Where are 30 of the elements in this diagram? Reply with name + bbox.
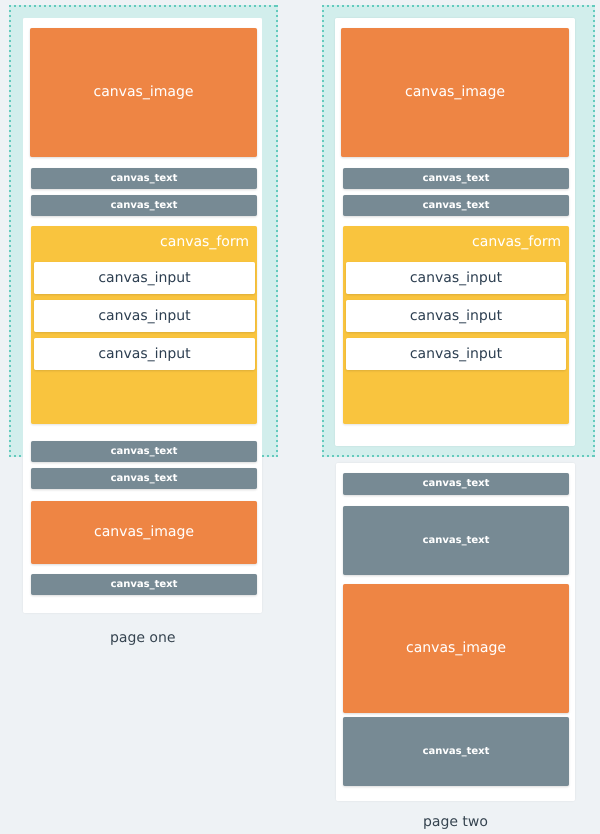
input-field: canvas_input — [346, 338, 566, 370]
input-field: canvas_input — [346, 300, 566, 332]
text-bar: canvas_text — [343, 506, 569, 575]
page-caption: page one — [110, 630, 176, 647]
input-field: canvas_input — [34, 262, 255, 294]
text-bar: canvas_text — [31, 468, 257, 489]
image-block: canvas_image — [341, 28, 569, 157]
text-bar: canvas_text — [343, 195, 569, 216]
page-panel — [336, 463, 575, 801]
input-field: canvas_input — [346, 262, 566, 294]
text-bar: canvas_text — [343, 717, 569, 786]
image-block: canvas_image — [31, 501, 257, 564]
form-title: canvas_form — [472, 234, 561, 251]
form-panel — [343, 226, 569, 424]
text-bar: canvas_text — [31, 574, 257, 595]
highlighted-region — [322, 5, 595, 457]
input-field: canvas_input — [34, 300, 255, 332]
form-panel — [31, 226, 257, 424]
input-field: canvas_input — [34, 338, 255, 370]
form-title: canvas_form — [160, 234, 249, 251]
text-bar: canvas_text — [343, 473, 569, 495]
page-panel — [335, 18, 575, 446]
image-block: canvas_image — [30, 28, 257, 157]
text-bar: canvas_text — [31, 168, 257, 189]
image-block: canvas_image — [343, 584, 569, 713]
highlighted-region — [9, 5, 278, 457]
text-bar: canvas_text — [343, 168, 569, 189]
text-bar: canvas_text — [31, 441, 257, 462]
text-bar: canvas_text — [31, 195, 257, 216]
page-caption: page two — [423, 814, 488, 831]
